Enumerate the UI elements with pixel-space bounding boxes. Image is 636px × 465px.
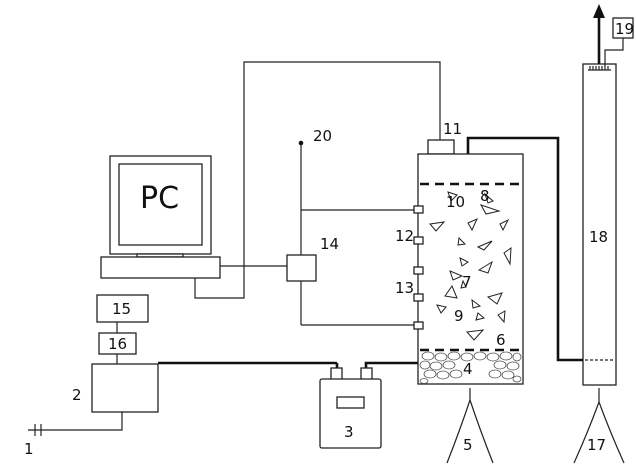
outlet-arrowhead bbox=[593, 4, 605, 18]
cable-pc-to-sensor-11 bbox=[194, 61, 441, 299]
cable-19-to-column bbox=[604, 38, 624, 66]
label-20: 20 bbox=[313, 127, 332, 145]
column-top-grille-ticks bbox=[589, 66, 609, 70]
column-18 bbox=[582, 4, 634, 386]
label-11: 11 bbox=[443, 120, 462, 138]
pc-base-unit bbox=[100, 256, 221, 279]
power-cable bbox=[28, 412, 123, 431]
pipe-reactor-to-column-18 bbox=[466, 136, 583, 362]
label-4: 4 bbox=[463, 360, 473, 378]
stand-5 bbox=[446, 388, 494, 464]
box-15 bbox=[96, 294, 149, 323]
gas-supply-box-2 bbox=[91, 363, 159, 413]
label-17: 17 bbox=[587, 436, 606, 454]
label-16: 16 bbox=[108, 335, 127, 353]
label-15: 15 bbox=[112, 300, 131, 318]
reactor-body bbox=[417, 153, 524, 385]
stand-17 bbox=[573, 388, 625, 464]
sensor-11 bbox=[427, 139, 455, 155]
port-13 bbox=[413, 293, 424, 302]
label-13: 13 bbox=[395, 279, 414, 297]
label-2: 2 bbox=[72, 386, 82, 404]
port-mid bbox=[413, 266, 424, 275]
pipe-3-to-reactor bbox=[364, 361, 418, 374]
pc-screen-label: PC bbox=[140, 181, 179, 216]
label-18: 18 bbox=[589, 228, 608, 246]
fragment-bed-7 bbox=[429, 191, 512, 341]
meter-display bbox=[336, 396, 365, 409]
label-1: 1 bbox=[24, 440, 34, 458]
label-8: 8 bbox=[480, 187, 490, 205]
box-16 bbox=[98, 332, 137, 355]
label-19: 19 bbox=[615, 20, 634, 38]
pc-screen bbox=[118, 163, 203, 246]
label-14: 14 bbox=[320, 235, 339, 253]
label-3: 3 bbox=[344, 423, 354, 441]
label-5: 5 bbox=[463, 436, 473, 454]
sphere-bed-4 bbox=[419, 351, 522, 384]
column-body bbox=[582, 63, 617, 386]
port-12 bbox=[413, 236, 424, 245]
port-upper bbox=[413, 205, 424, 214]
meter-device-3 bbox=[319, 367, 382, 449]
hub-box-14 bbox=[286, 254, 317, 282]
label-12: 12 bbox=[395, 227, 414, 245]
label-10: 10 bbox=[446, 193, 465, 211]
port-lower bbox=[413, 321, 424, 330]
label-7: 7 bbox=[462, 273, 472, 291]
reactor-vessel bbox=[413, 139, 524, 385]
computer-pc: PC bbox=[100, 155, 221, 279]
label-9: 9 bbox=[454, 307, 464, 325]
label-6: 6 bbox=[496, 331, 506, 349]
probe-20-tip bbox=[298, 140, 304, 146]
